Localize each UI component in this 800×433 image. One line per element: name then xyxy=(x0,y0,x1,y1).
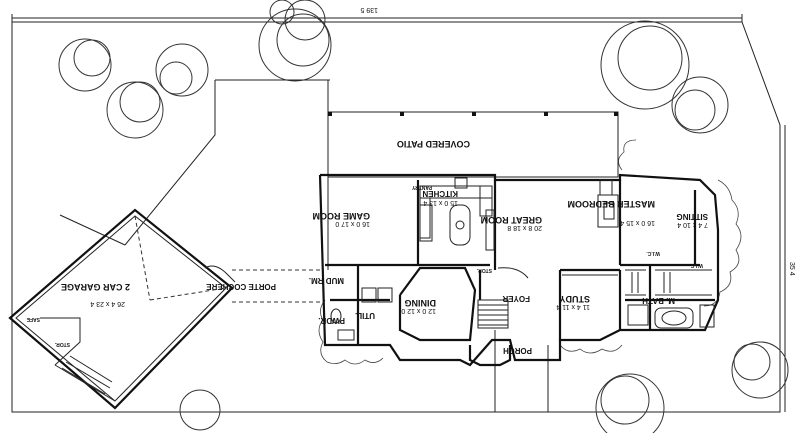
great-room-dimension: 20 8 x 18 8 xyxy=(507,224,542,231)
garage-dimension: 26 4 x 23 4 xyxy=(90,300,125,307)
mud-room-label: MUD RM. xyxy=(309,276,344,285)
stairs xyxy=(477,267,529,329)
hall-storage-label: STOR. xyxy=(476,267,492,273)
master-bedroom-dimension: 16 0 x 15 4 xyxy=(620,219,655,226)
fireplace xyxy=(597,179,619,228)
garage-storage-label: STOR. xyxy=(54,341,70,347)
trees xyxy=(58,0,789,433)
pantry-label: PANTRY xyxy=(411,184,432,190)
kitchen-dimension: 15 0 x 13 4 xyxy=(423,199,458,206)
dining-label: DINING xyxy=(405,298,437,308)
master-bath-fixtures xyxy=(627,304,715,329)
foyer-label: FOYER xyxy=(502,294,530,303)
utility-fixtures xyxy=(330,287,393,341)
study-label: STUDY xyxy=(559,294,590,304)
master-bedroom-label: MASTER BEDROOM xyxy=(568,199,656,209)
kitchen-label: KITCHEN xyxy=(422,189,458,198)
shrubs xyxy=(318,139,742,365)
covered-patio xyxy=(327,111,619,178)
dining-bay xyxy=(468,345,512,367)
sitting-label: SITTING xyxy=(676,212,708,221)
garage-label: 2 CAR GARAGE xyxy=(61,282,130,292)
wic-left-label: W.I.C. xyxy=(646,250,660,256)
game-room-counter xyxy=(419,204,433,242)
dining-dimension: 12 0 x 12 0 xyxy=(401,307,436,314)
safe-label: SAFE xyxy=(26,316,40,322)
porch-label: PORCH xyxy=(503,346,532,355)
wic-right-label: W.I.C. xyxy=(689,262,703,268)
lot-depth-label: 35 4 xyxy=(788,262,795,276)
utility-label: UTIL. xyxy=(355,311,375,320)
garage-walls xyxy=(8,208,236,410)
lot-boundary xyxy=(11,14,786,413)
great-room-shelf xyxy=(485,209,495,251)
game-room-label: GAME ROOM xyxy=(313,211,371,221)
closet-shelving xyxy=(625,269,712,296)
sitting-dimension: 7 4 x 10 4 xyxy=(677,221,708,228)
master-bath-label: M. BATH xyxy=(642,296,675,305)
porte-cochere-outline xyxy=(232,269,322,303)
house-walls xyxy=(318,173,720,367)
kitchen-fixtures xyxy=(419,177,493,246)
porte-cochere-label: PORTE COCHERE xyxy=(206,282,276,291)
lot-width-label: 139 5 xyxy=(360,6,378,13)
game-room-dimension: 16 0 x 17 0 xyxy=(335,220,370,227)
study-dimension: 11 4 x 11 4 xyxy=(556,303,590,310)
great-room-label: GREAT ROOM xyxy=(481,215,542,225)
covered-patio-label: COVERED PATIO xyxy=(397,139,470,149)
